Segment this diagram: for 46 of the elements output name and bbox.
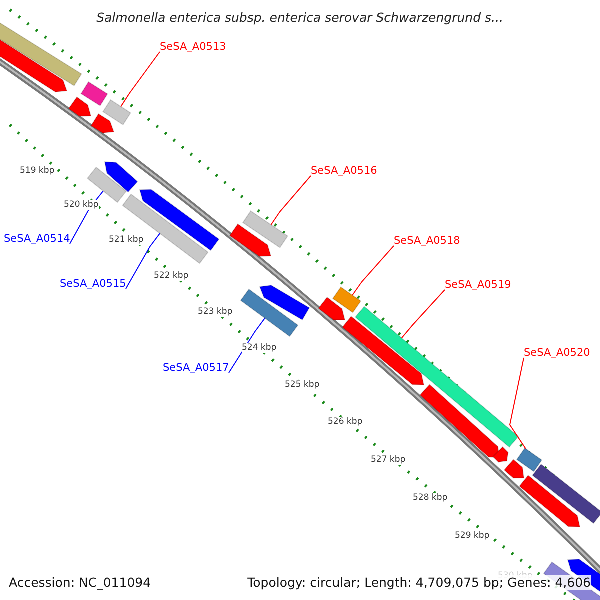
gene-bar xyxy=(332,286,362,314)
scale-label: 523 kbp xyxy=(198,307,233,317)
scale-label: 529 kbp xyxy=(455,531,490,541)
gene-bar xyxy=(104,161,138,193)
gene-label: SeSA_A0520 xyxy=(524,347,590,359)
gene-bar xyxy=(90,113,115,134)
gene-bar xyxy=(259,284,310,321)
scale-label: 525 kbp xyxy=(285,380,320,390)
gene-label: SeSA_A0518 xyxy=(394,235,460,247)
scale-label: 527 kbp xyxy=(371,455,406,465)
leader-line xyxy=(401,290,446,339)
gene-bar xyxy=(240,288,299,338)
leader-line xyxy=(352,246,394,296)
scale-label: 528 kbp xyxy=(413,493,448,503)
gene-bar xyxy=(504,459,525,479)
gene-bar xyxy=(102,99,132,126)
gene-bar xyxy=(420,384,501,459)
leader-line xyxy=(509,358,526,450)
gene-bar xyxy=(516,448,543,472)
gene-label: SeSA_A0517 xyxy=(163,362,230,374)
leader-line xyxy=(120,52,160,108)
gene-bar xyxy=(229,224,272,258)
scale-label: 520 kbp xyxy=(64,200,99,210)
gene-bar xyxy=(342,316,425,386)
gene-bar xyxy=(518,474,581,528)
gene-bar xyxy=(318,296,346,320)
footer-text: Accession: NC_011094 xyxy=(9,575,152,590)
scale-label: 522 kbp xyxy=(154,271,189,281)
gene-bar xyxy=(532,464,600,524)
scale-label: 524 kbp xyxy=(242,343,277,353)
gene-bar xyxy=(242,210,289,248)
gene-bar xyxy=(0,38,68,93)
gene-bar xyxy=(68,96,92,117)
scale-label: 526 kbp xyxy=(328,417,363,427)
leader-line xyxy=(126,233,160,290)
leader-line xyxy=(270,176,312,226)
gene-label: SeSA_A0516 xyxy=(311,165,378,177)
gene-bar xyxy=(80,81,108,107)
gene-bar xyxy=(492,446,509,463)
gene-label: SeSA_A0514 xyxy=(4,233,70,245)
scale-label: 519 kbp xyxy=(20,166,55,176)
scale-label: 521 kbp xyxy=(109,235,144,245)
gene-label: SeSA_A0519 xyxy=(445,279,512,291)
title: Salmonella enterica subsp. enterica serovar Schwarzengrund s... xyxy=(96,10,504,25)
gene-label: SeSA_A0515 xyxy=(60,278,126,290)
gene-label: SeSA_A0513 xyxy=(160,41,226,53)
